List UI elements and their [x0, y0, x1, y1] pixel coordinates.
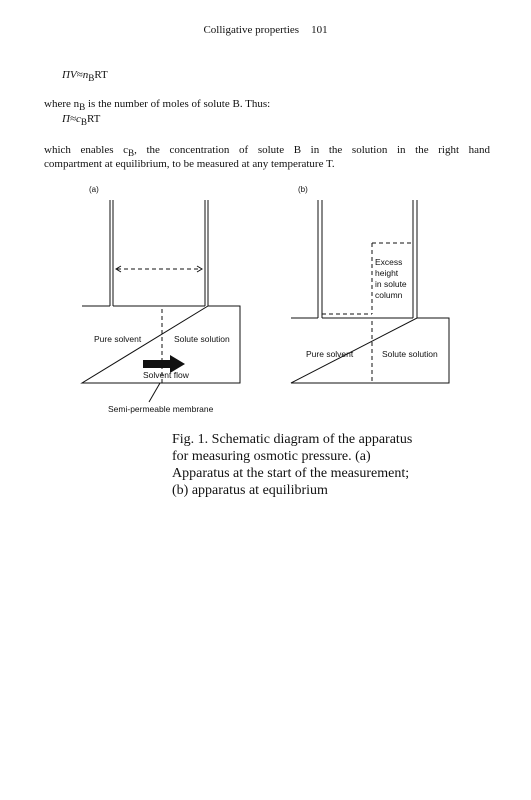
solvent-flow-label: Solvent flow [143, 370, 189, 380]
excess-height-label-line: Excess [375, 257, 403, 267]
panel-a-membrane-pointer [148, 382, 161, 403]
paragraph-2-line-1-post: , the concentration of solute B in the s… [134, 144, 491, 156]
equation-1-rhs: RT [94, 69, 108, 81]
running-header: Colligative properties 101 [0, 24, 531, 36]
page-number: 101 [311, 24, 328, 36]
solvent-flow-arrow [143, 355, 185, 373]
excess-height-label-line: in solute [375, 279, 407, 289]
panel-b-solute-solution-label: Solute solution [382, 349, 438, 359]
panel-a-container [80, 305, 241, 384]
excess-height-label: Excess height in solute column [375, 257, 407, 301]
equation-2: Π≈cBRT [62, 113, 100, 127]
running-title: Colligative properties [203, 24, 300, 36]
panel-a-apparatus [80, 200, 241, 403]
equation-1: ΠV≈nBRT [62, 69, 108, 83]
paragraph-1: where nB is the number of moles of solut… [44, 98, 270, 114]
panel-a-solute-solution-label: Solute solution [174, 334, 230, 344]
excess-height-label-line: column [375, 290, 403, 300]
paragraph-1-post: is the number of moles of solute B. Thus… [85, 98, 271, 110]
panel-a-level-arrow-left [115, 265, 122, 273]
paragraph-2-line-1-pre: which enables c [44, 144, 128, 156]
paragraph-1-sub: B [79, 102, 86, 113]
equation-1-lhs: ΠV≈n [62, 69, 89, 81]
panel-a-level-arrow-right [196, 265, 203, 273]
excess-height-label-line: height [375, 268, 399, 278]
figure-caption: Fig. 1. Schematic diagram of the apparat… [172, 432, 413, 498]
equation-2-rhs: RT [86, 113, 101, 125]
equation-1-sub: B [88, 73, 95, 84]
equation-2-lhs: Π≈c [62, 113, 81, 125]
paragraph-2-line-1: which enables cB, the concentration of s… [44, 144, 490, 160]
panel-b-tag: (b) [298, 185, 308, 194]
panel-b-container [290, 317, 450, 384]
panel-a-tag: (a) [89, 185, 99, 194]
equation-2-sub: B [80, 117, 87, 128]
paragraph-1-pre: where n [44, 98, 80, 110]
paragraph-2-line-2: compartment at equilibrium, to be measur… [44, 158, 335, 170]
membrane-label: Semi-permeable membrane [108, 404, 214, 414]
panel-a-pure-solvent-label: Pure solvent [94, 334, 142, 344]
panel-b-pure-solvent-label: Pure solvent [306, 349, 354, 359]
panel-b-apparatus [290, 200, 450, 384]
paragraph-2-line-1-sub: B [128, 148, 135, 159]
